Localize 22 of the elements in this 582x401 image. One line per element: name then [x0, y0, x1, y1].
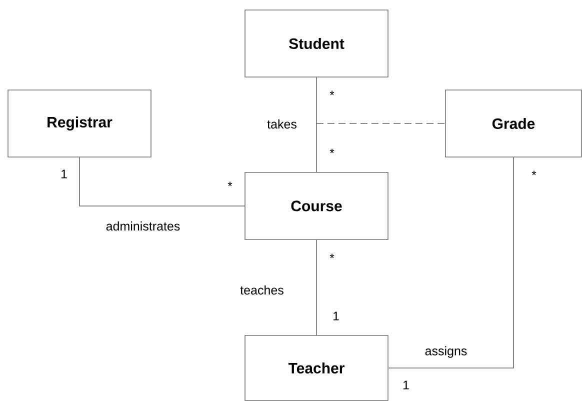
multiplicity-label: * — [330, 254, 334, 258]
multiplicity-label: * — [532, 170, 536, 176]
association-line — [79, 157, 245, 206]
association-line — [316, 239, 317, 336]
multiplicity-label: * — [228, 182, 232, 186]
class-box: Student — [244, 10, 388, 78]
class-box: Course — [244, 172, 388, 240]
edge-label: administrates — [104, 220, 182, 232]
class-box: Teacher — [244, 335, 388, 401]
multiplicity-label: 1 — [403, 380, 409, 390]
edge-label: takes — [266, 118, 298, 130]
class-box: Registrar — [8, 90, 152, 158]
edge-label: assigns — [424, 345, 468, 359]
multiplicity-label: 1 — [333, 312, 339, 320]
multiplicity-label: * — [330, 148, 334, 154]
class-box: Grade — [445, 90, 582, 158]
association-line — [316, 123, 446, 124]
association-line — [388, 157, 514, 368]
multiplicity-label: 1 — [61, 170, 67, 178]
edge-label: teaches — [239, 284, 285, 296]
multiplicity-label: * — [330, 90, 334, 96]
association-line — [316, 77, 317, 172]
